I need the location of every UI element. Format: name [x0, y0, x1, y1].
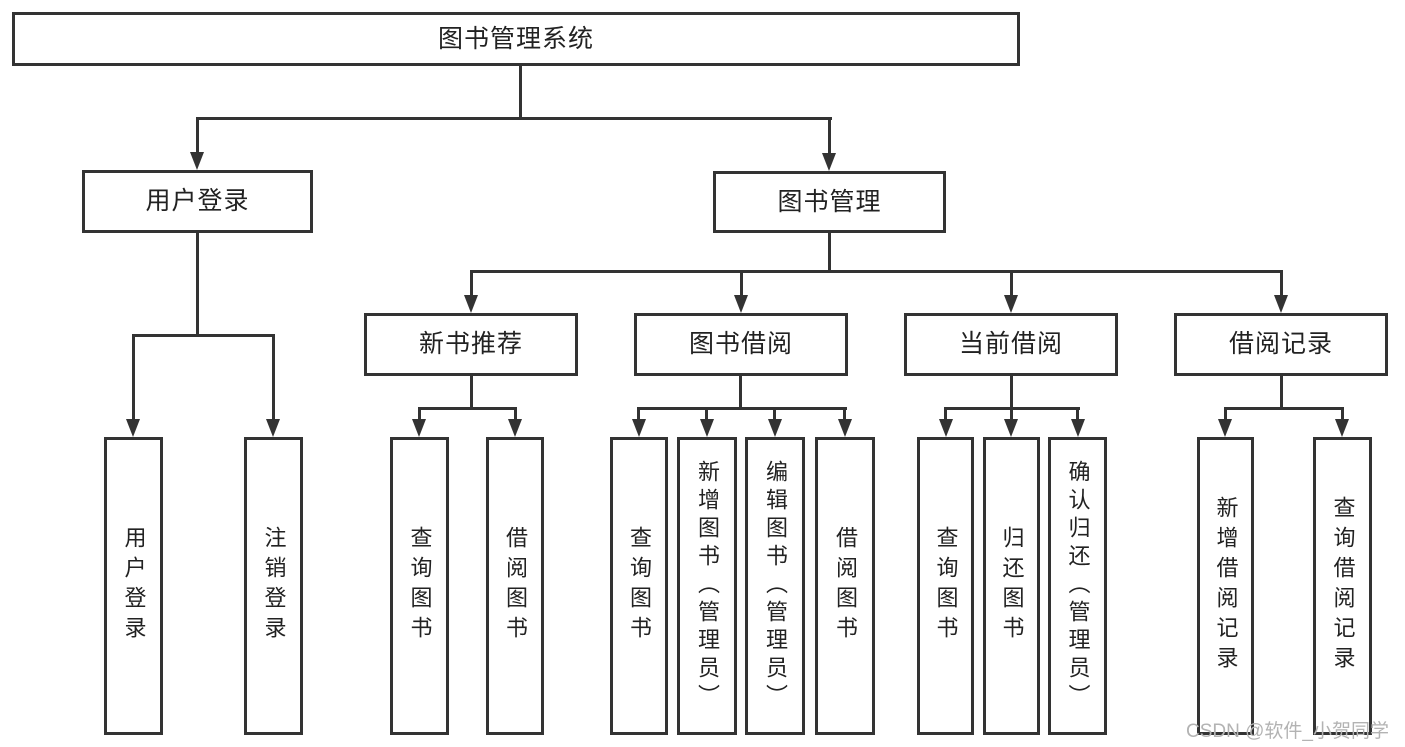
connector-split	[1224, 407, 1344, 410]
leaf-label: 归还图书	[999, 526, 1025, 646]
leaf-add-borrow-record: 新增借阅记录	[1197, 437, 1254, 735]
leaf-user-login: 用户登录	[104, 437, 163, 735]
node-library-management-system: 图书管理系统	[12, 12, 1020, 66]
connector-stub	[272, 334, 275, 421]
connector-stub	[1280, 270, 1283, 298]
leaf-label: 查询图书	[933, 526, 959, 646]
connector-stub	[944, 407, 947, 421]
arrowhead-down	[1218, 419, 1232, 437]
arrowhead-down	[126, 419, 140, 437]
connector-drop	[1280, 376, 1283, 409]
connector-userlogin-drop	[196, 233, 199, 336]
leaf-label: 查询借阅记录	[1330, 496, 1356, 676]
connector-stub	[132, 334, 135, 421]
arrowhead-down	[464, 295, 478, 313]
arrowhead-down	[768, 419, 782, 437]
connector-split	[637, 407, 847, 410]
connector-drop	[1010, 376, 1013, 409]
node-label: 用户登录	[145, 187, 250, 215]
arrowhead-down	[508, 419, 522, 437]
connector-bookmgmt-split	[470, 270, 1282, 273]
arrowhead-down	[734, 295, 748, 313]
arrowhead-down	[1274, 295, 1288, 313]
leaf-logout: 注销登录	[244, 437, 303, 735]
connector-root-drop	[519, 66, 522, 119]
node-book-management: 图书管理	[713, 171, 946, 233]
node-label: 当前借阅	[958, 330, 1063, 358]
connector-stub	[843, 407, 846, 421]
leaf-query-books: 查询图书	[917, 437, 974, 735]
node-borrowing-records: 借阅记录	[1174, 313, 1388, 376]
leaf-edit-book-admin: 编辑图书（管理员）	[745, 437, 805, 735]
connector-drop	[739, 376, 742, 409]
connector-stub	[514, 407, 517, 421]
leaf-query-books: 查询图书	[390, 437, 449, 735]
leaf-return-books: 归还图书	[983, 437, 1040, 735]
node-current-borrowing: 当前借阅	[904, 313, 1118, 376]
arrowhead-down	[822, 153, 836, 171]
connector-bookmgmt-drop	[828, 233, 831, 272]
connector-stub	[1224, 407, 1227, 421]
connector-split	[418, 407, 517, 410]
leaf-query-borrow-record: 查询借阅记录	[1313, 437, 1372, 735]
leaf-label: 查询图书	[407, 526, 433, 646]
leaf-label: 新增借阅记录	[1213, 496, 1239, 676]
arrowhead-down	[632, 419, 646, 437]
node-label: 图书借阅	[688, 330, 793, 358]
arrowhead-down	[939, 419, 953, 437]
csdn-watermark: CSDN @软件_小贺同学	[1186, 721, 1389, 742]
leaf-label: 借阅图书	[833, 526, 858, 646]
arrowhead-down	[266, 419, 280, 437]
connector-stub	[1341, 407, 1344, 421]
leaf-label: 新增图书（管理员）	[695, 460, 720, 712]
arrowhead-down	[1071, 419, 1085, 437]
leaf-add-book-admin: 新增图书（管理员）	[677, 437, 737, 735]
connector-stub	[637, 407, 640, 421]
connector-stub	[470, 270, 473, 298]
leaf-label: 借阅图书	[503, 526, 528, 646]
connector-stub	[773, 407, 776, 421]
leaf-borrow-books: 借阅图书	[486, 437, 544, 735]
node-label: 图书管理系统	[437, 24, 594, 53]
connector-stub	[1076, 407, 1079, 421]
node-label: 图书管理	[777, 187, 882, 216]
node-label: 借阅记录	[1228, 330, 1333, 358]
arrowhead-down	[1004, 295, 1018, 313]
leaf-label: 用户登录	[121, 526, 147, 646]
arrowhead-down	[838, 419, 852, 437]
leaf-label: 注销登录	[261, 526, 287, 646]
connector-stub	[740, 270, 743, 298]
connector-stub	[196, 117, 199, 154]
node-new-book-recommend: 新书推荐	[364, 313, 578, 376]
arrowhead-down	[1335, 419, 1349, 437]
leaf-label: 编辑图书（管理员）	[763, 460, 788, 712]
connector-stub	[705, 407, 708, 421]
leaf-query-books: 查询图书	[610, 437, 668, 735]
connector-stub	[1010, 270, 1013, 298]
connector-stub	[418, 407, 421, 421]
leaf-confirm-return-admin: 确认归还（管理员）	[1048, 437, 1107, 735]
connector-drop	[470, 376, 473, 409]
connector-root-split	[196, 117, 832, 120]
node-label: 新书推荐	[418, 330, 523, 358]
leaf-label: 查询图书	[627, 526, 652, 646]
arrowhead-down	[700, 419, 714, 437]
connector-userlogin-split	[132, 334, 275, 337]
connector-stub	[1010, 407, 1013, 421]
arrowhead-down	[190, 152, 204, 170]
leaf-borrow-books: 借阅图书	[815, 437, 875, 735]
arrowhead-down	[1004, 419, 1018, 437]
leaf-label: 确认归还（管理员）	[1065, 460, 1091, 712]
node-user-login: 用户登录	[82, 170, 313, 233]
node-book-borrowing: 图书借阅	[634, 313, 848, 376]
arrowhead-down	[412, 419, 426, 437]
connector-stub	[828, 117, 831, 154]
